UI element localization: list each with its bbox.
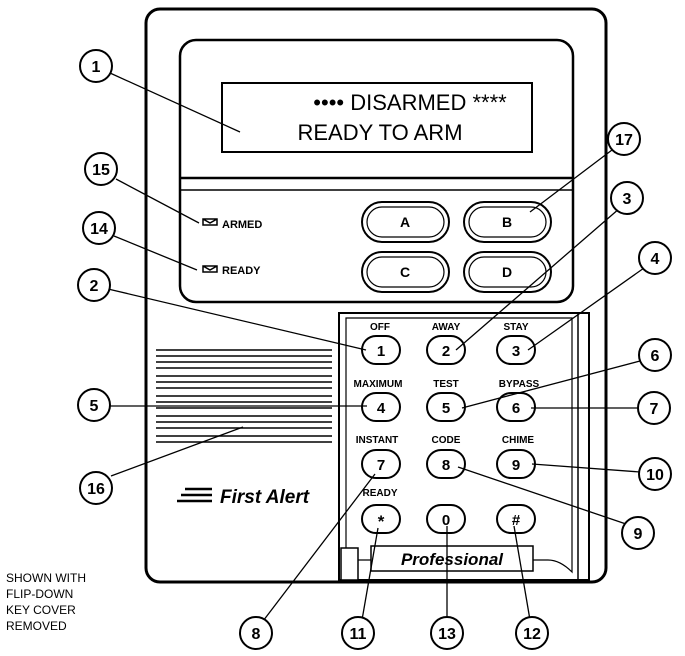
key-8-label: 8 (442, 457, 450, 474)
brand-name: First Alert (220, 487, 310, 508)
callout-13: 13 (430, 616, 464, 650)
key-9-label: 9 (512, 457, 520, 474)
callout-10: 10 (638, 457, 672, 491)
callout-14: 14 (82, 211, 116, 245)
armed-led-icon (202, 218, 218, 226)
ready-led-icon (202, 265, 218, 273)
function-key-c-label: C (400, 264, 410, 280)
key-2-function: AWAY (432, 322, 461, 333)
brand-logo-icon (177, 487, 212, 503)
callout-13-label: 13 (438, 626, 456, 643)
callout-11: 11 (341, 616, 375, 650)
keypad-key-0[interactable]: 0 (426, 504, 466, 534)
key-8-function: CODE (432, 435, 461, 446)
callout-10-label: 10 (646, 467, 664, 484)
key-7-label: 7 (377, 457, 385, 474)
callout-14-label: 14 (90, 221, 108, 238)
keypad-key-1[interactable]: OFF 1 (361, 322, 401, 365)
lcd-screen (221, 82, 533, 153)
professional-badge (370, 545, 534, 572)
keypad-key-7[interactable]: INSTANT 7 (356, 435, 401, 479)
keypad-key-2[interactable]: AWAY 2 (426, 322, 466, 365)
callout-12-label: 12 (523, 626, 541, 643)
callout-16-label: 16 (87, 481, 105, 498)
key-3-label: 3 (512, 343, 520, 360)
callout-6: 6 (638, 338, 672, 372)
cover-note-line-1: SHOWN WITH (6, 571, 86, 585)
key-1-label: 1 (377, 343, 385, 360)
keypad-key-5[interactable]: TEST 5 (426, 379, 466, 422)
callout-11-label: 11 (350, 626, 367, 643)
key-6-function: BYPASS (499, 379, 540, 390)
callout-6-label: 6 (651, 348, 660, 365)
key-2-label: 2 (442, 343, 450, 360)
keypad-key-hash[interactable]: # (496, 504, 536, 534)
key-star-label: * (378, 512, 385, 531)
keypad-key-4[interactable]: MAXIMUM 4 (354, 379, 403, 422)
function-key-a-label: A (400, 214, 410, 230)
callout-1-label: 1 (92, 59, 101, 76)
keypad-key-star[interactable]: READY * (361, 488, 401, 534)
key-5-function: TEST (433, 379, 459, 390)
key-star-function: READY (362, 488, 397, 499)
cover-note-line-2: FLIP-DOWN (6, 587, 73, 601)
key-5-label: 5 (442, 400, 450, 417)
callout-12: 12 (515, 616, 549, 650)
armed-indicator-label: ARMED (222, 219, 262, 231)
callout-7: 7 (637, 391, 671, 425)
professional-label: Professional (401, 550, 504, 569)
cover-note-line-3: KEY COVER (6, 603, 76, 617)
key-hash-label: # (512, 512, 521, 529)
callout-16: 16 (79, 471, 113, 505)
key-4-label: 4 (377, 400, 386, 417)
function-key-d-label: D (502, 264, 512, 280)
key-9-function: CHIME (502, 435, 535, 446)
ready-indicator-label: READY (222, 265, 261, 277)
callout-4: 4 (638, 241, 672, 275)
callout-4-label: 4 (651, 251, 660, 268)
callout-17: 17 (607, 122, 641, 156)
cover-note-line-4: REMOVED (6, 619, 67, 633)
callout-15: 15 (84, 152, 118, 186)
callout-1: 1 (79, 49, 113, 83)
function-key-b[interactable]: B (463, 201, 552, 243)
callout-3-label: 3 (623, 191, 632, 208)
key-1-function: OFF (370, 322, 390, 333)
callout-15-label: 15 (92, 162, 110, 179)
function-key-d[interactable]: D (463, 251, 552, 293)
callout-8-label: 8 (252, 626, 261, 643)
lcd-line-2: READY TO ARM (297, 120, 462, 145)
callout-9-label: 9 (634, 526, 643, 543)
lcd-line-1: •••• DISARMED **** (313, 90, 507, 115)
cover-hinge-tab (340, 547, 359, 581)
cover-note: SHOWN WITH FLIP-DOWN KEY COVER REMOVED (6, 571, 86, 633)
key-4-function: MAXIMUM (354, 379, 403, 390)
function-key-b-label: B (502, 214, 512, 230)
key-7-function: INSTANT (356, 435, 399, 446)
leader-lines (107, 72, 645, 626)
callout-2-label: 2 (90, 278, 99, 295)
key-3-function: STAY (503, 322, 528, 333)
callout-5-label: 5 (90, 398, 99, 415)
key-6-label: 6 (512, 400, 520, 417)
callout-3: 3 (610, 181, 644, 215)
keypad-key-6[interactable]: BYPASS 6 (496, 379, 540, 422)
callout-8: 8 (239, 616, 273, 650)
keypad-key-9[interactable]: CHIME 9 (496, 435, 536, 479)
callout-7-label: 7 (650, 401, 659, 418)
key-0-label: 0 (442, 512, 450, 529)
callout-17-label: 17 (615, 132, 633, 149)
callout-5: 5 (77, 388, 111, 422)
function-key-a[interactable]: A (361, 201, 450, 243)
callout-2: 2 (77, 268, 111, 302)
keypad-key-8[interactable]: CODE 8 (426, 435, 466, 479)
speaker-grille (156, 349, 332, 443)
keypad-key-3[interactable]: STAY 3 (496, 322, 536, 365)
function-key-c[interactable]: C (361, 251, 450, 293)
callout-9: 9 (621, 516, 655, 550)
